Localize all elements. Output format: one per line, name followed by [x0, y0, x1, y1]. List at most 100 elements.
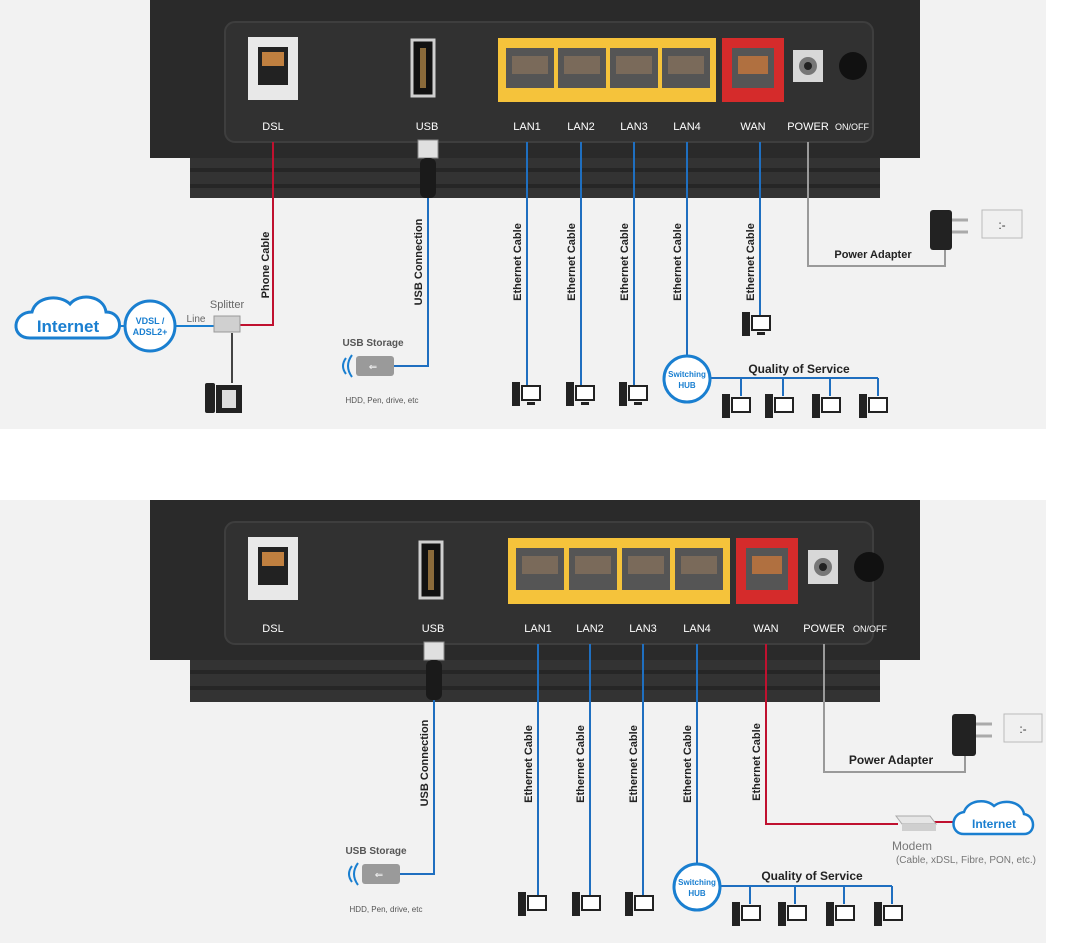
usb-plug: [423, 641, 445, 700]
label-ethernet-wan: Ethernet Cable: [745, 223, 757, 301]
svg-text:HUB: HUB: [678, 381, 696, 390]
label-qos: Quality of Service: [761, 869, 863, 883]
label-phone-cable: Phone Cable: [260, 232, 272, 299]
port-label-usb: USB: [422, 623, 445, 635]
port-label-lan2: LAN2: [576, 623, 604, 635]
port-label-power: POWER: [787, 121, 829, 133]
pc-qos-3: [826, 902, 855, 926]
label-usb-storage: USB Storage: [342, 338, 404, 349]
port-label-dsl: DSL: [262, 121, 283, 133]
splitter-icon: [213, 315, 241, 333]
port-label-onoff: ON/OFF: [853, 624, 887, 634]
label-ethernet-lan4: Ethernet Cable: [672, 223, 684, 301]
lan-ports: [508, 538, 730, 604]
svg-text:⇐: ⇐: [369, 362, 377, 373]
port-label-power: POWER: [803, 623, 845, 635]
internet-cloud: Internet: [952, 799, 1035, 836]
label-ethernet-lan3: Ethernet Cable: [628, 725, 640, 803]
pc-qos-1: [722, 394, 751, 418]
label-ethernet-lan1: Ethernet Cable: [512, 223, 524, 301]
svg-text:Internet: Internet: [37, 317, 100, 336]
usb-storage-icon: ⇐: [348, 862, 400, 886]
power-switch: [839, 52, 867, 80]
pc-qos-2: [765, 394, 794, 418]
pc-lan1: [512, 382, 541, 406]
power-jack: [793, 50, 823, 82]
power-jack: [808, 550, 838, 584]
label-qos: Quality of Service: [748, 362, 850, 376]
port-label-lan4: LAN4: [673, 121, 701, 133]
wall-outlet-icon: :-: [1003, 713, 1043, 743]
pc-lan2: [572, 892, 601, 916]
pc-qos-4: [874, 902, 903, 926]
pc-qos-2: [778, 902, 807, 926]
diagram-wan-mode: DSL USB LAN1 LAN2 LAN3 LAN4 WAN POWER ON…: [0, 500, 1046, 943]
lan-ports: [498, 38, 716, 102]
modem-icon: [895, 815, 937, 831]
dsl-port: [248, 537, 298, 600]
wan-port: [736, 538, 798, 604]
label-usb-storage-note: HDD, Pen, drive, etc: [350, 905, 423, 914]
dsl-port: [248, 37, 298, 100]
phone-cable: [238, 142, 274, 326]
port-label-lan3: LAN3: [629, 623, 657, 635]
power-adapter-icon: [930, 210, 968, 250]
label-splitter: Splitter: [210, 299, 245, 311]
label-modem-note: (Cable, xDSL, Fibre, PON, etc.): [896, 855, 1036, 866]
pc-lan2: [566, 382, 595, 406]
telephone-icon: [205, 383, 242, 413]
usb-cable: [400, 700, 435, 875]
label-ethernet-lan1: Ethernet Cable: [523, 725, 535, 803]
label-ethernet-lan3: Ethernet Cable: [619, 223, 631, 301]
port-label-lan2: LAN2: [567, 121, 595, 133]
switching-hub: Switching HUB: [662, 354, 712, 404]
label-usb-storage-note: HDD, Pen, drive, etc: [346, 396, 419, 405]
switching-hub: Switching HUB: [672, 862, 722, 912]
svg-text:Internet: Internet: [972, 817, 1016, 831]
port-label-lan4: LAN4: [683, 623, 711, 635]
hub-links: [719, 885, 893, 904]
label-ethernet-lan2: Ethernet Cable: [575, 725, 587, 803]
port-label-usb: USB: [416, 121, 439, 133]
pc-qos-3: [812, 394, 841, 418]
port-label-dsl: DSL: [262, 623, 283, 635]
label-ethernet-wan: Ethernet Cable: [751, 723, 763, 801]
port-label-wan: WAN: [753, 623, 778, 635]
pc-wan: [742, 312, 771, 336]
port-label-onoff: ON/OFF: [835, 122, 869, 132]
svg-text::-: :-: [1019, 722, 1026, 736]
label-modem: Modem: [892, 839, 932, 853]
svg-text:Switching: Switching: [668, 370, 706, 379]
power-cable: [823, 644, 966, 773]
svg-text:⇐: ⇐: [375, 870, 383, 881]
port-label-lan1: LAN1: [513, 121, 541, 133]
svg-text:ADSL2+: ADSL2+: [133, 327, 168, 337]
svg-text:HUB: HUB: [688, 889, 706, 898]
label-usb-storage: USB Storage: [345, 846, 407, 857]
power-switch: [854, 552, 884, 582]
pc-lan3: [619, 382, 648, 406]
pc-lan1: [518, 892, 547, 916]
usb-port: [410, 38, 436, 98]
label-usb-connection: USB Connection: [413, 218, 425, 305]
internet-cloud: Internet: [14, 295, 121, 340]
hub-links: [709, 377, 879, 396]
svg-text:Switching: Switching: [678, 878, 716, 887]
ethernet-wan-red: [765, 644, 898, 825]
svg-text:VDSL /: VDSL /: [136, 316, 165, 326]
wan-port: [722, 38, 784, 102]
port-label-lan3: LAN3: [620, 121, 648, 133]
usb-plug: [417, 139, 439, 198]
diagram-dsl-mode: DSL USB LAN1 LAN2 LAN3 LAN4 WAN POWER ON…: [0, 0, 1046, 429]
label-usb-connection: USB Connection: [419, 719, 431, 806]
pc-qos-4: [859, 394, 888, 418]
pc-qos-1: [732, 902, 761, 926]
usb-storage-icon: ⇐: [342, 354, 394, 378]
power-adapter-icon: [952, 714, 992, 756]
port-label-wan: WAN: [740, 121, 765, 133]
svg-text::-: :-: [998, 218, 1005, 232]
label-power-adapter: Power Adapter: [849, 753, 934, 767]
pc-lan3: [625, 892, 654, 916]
usb-port: [418, 540, 444, 600]
label-power-adapter: Power Adapter: [834, 249, 912, 261]
